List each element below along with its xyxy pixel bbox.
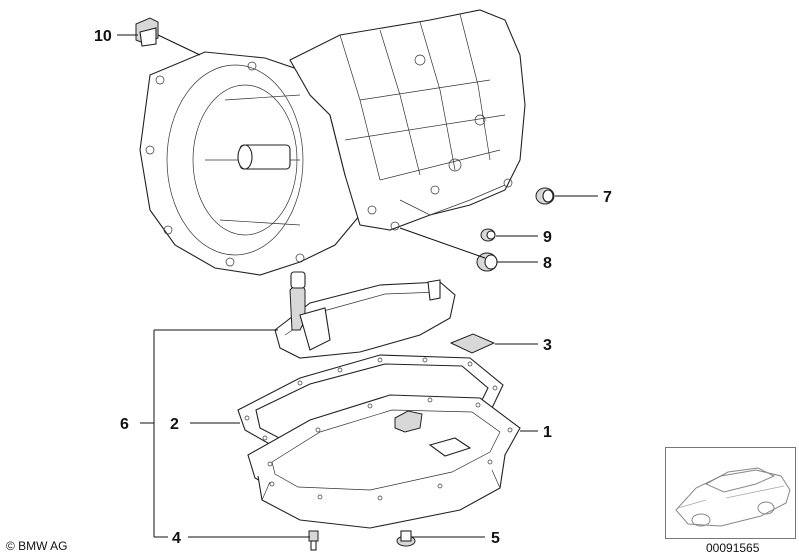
callout-3: 3 bbox=[543, 337, 552, 354]
part-5-drain-plug bbox=[396, 530, 416, 547]
part-1-oil-pan bbox=[247, 394, 521, 529]
part-3-gasket bbox=[449, 333, 496, 354]
part-7-bushing bbox=[535, 187, 555, 205]
callout-9: 9 bbox=[543, 229, 552, 246]
callout-10: 10 bbox=[94, 28, 112, 45]
vehicle-locator-thumbnail bbox=[665, 447, 796, 539]
callouts: 10 7 9 8 3 1 2 6 4 5 bbox=[94, 28, 612, 547]
copyright-label: © BMW AG bbox=[6, 539, 68, 553]
leader-lines bbox=[117, 34, 598, 538]
diagram-reference-number: 00091565 bbox=[706, 541, 760, 555]
car-outline-icon bbox=[675, 467, 791, 527]
callout-7: 7 bbox=[603, 189, 612, 206]
callout-6: 6 bbox=[120, 416, 129, 433]
part-9-bushing bbox=[480, 228, 496, 242]
callout-5: 5 bbox=[491, 530, 500, 547]
part-4-bolt bbox=[308, 530, 319, 551]
transmission-housing bbox=[139, 9, 526, 276]
callout-2: 2 bbox=[170, 416, 179, 433]
part-6-filter bbox=[274, 271, 456, 359]
callout-8: 8 bbox=[543, 255, 552, 272]
callout-1: 1 bbox=[543, 424, 552, 441]
part-10-plug bbox=[135, 17, 159, 47]
part-8-bushing bbox=[476, 252, 498, 272]
callout-4: 4 bbox=[172, 530, 181, 547]
